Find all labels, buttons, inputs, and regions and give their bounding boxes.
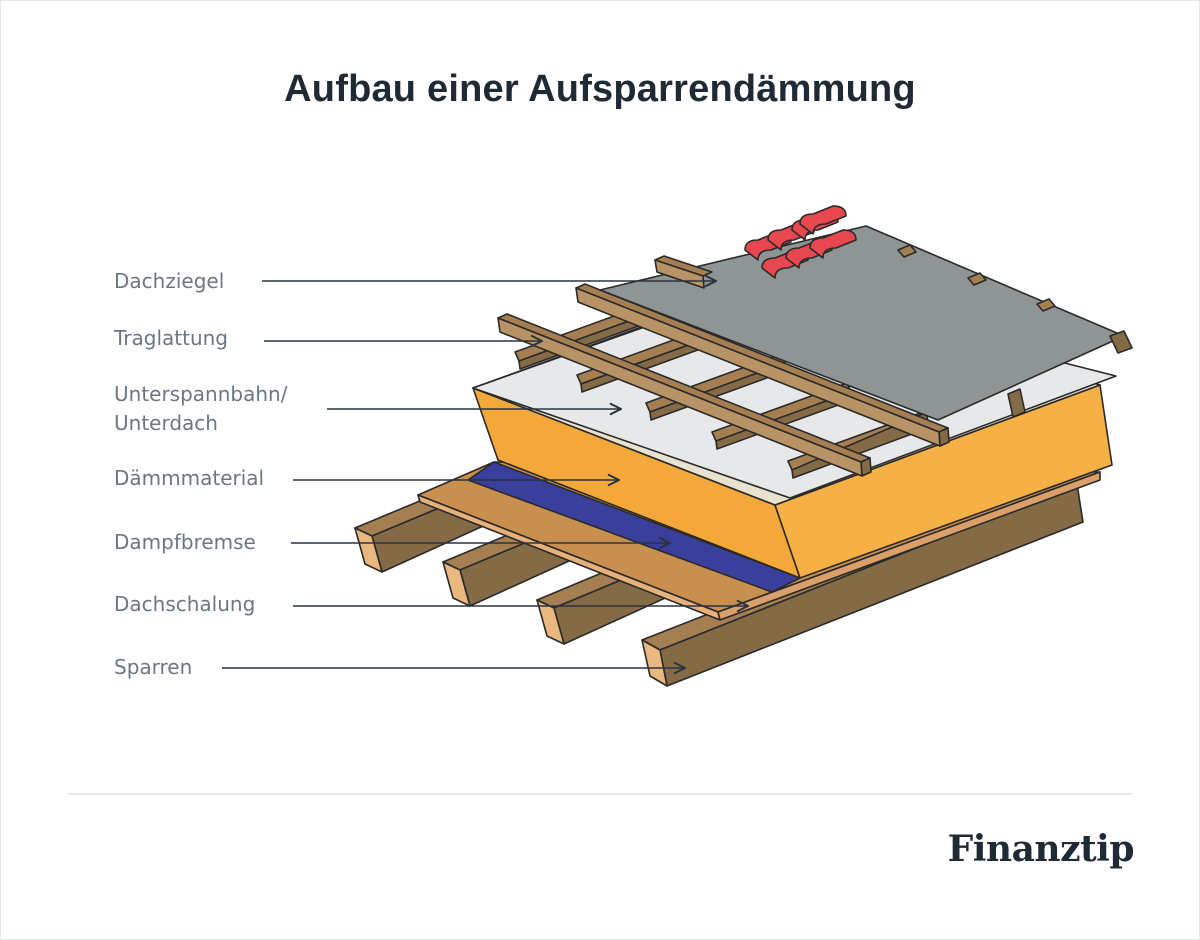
roof-tiles	[744, 205, 857, 279]
label-dachschalung: Dachschalung	[114, 592, 256, 616]
page-title: Aufbau einer Aufsparrendämmung	[284, 68, 916, 110]
label-dachziegel: Dachziegel	[114, 269, 225, 293]
label-dampfbremse: Dampfbremse	[114, 530, 256, 554]
brand-logo: Finanztip	[947, 828, 1135, 870]
label-unterspannbahn-line2: Unterdach	[114, 411, 218, 435]
support-battens	[497, 244, 1133, 477]
label-daemmmaterial: Dämmmaterial	[114, 466, 265, 490]
batten-2	[575, 283, 950, 447]
label-traglattung: Traglattung	[114, 326, 228, 350]
footer-divider	[68, 793, 1132, 795]
batten-1	[497, 313, 872, 477]
batten-side-stubs	[897, 244, 1133, 418]
label-unterspannbahn-line1: Unterspannbahn/	[114, 382, 288, 406]
label-sparren: Sparren	[114, 655, 193, 679]
